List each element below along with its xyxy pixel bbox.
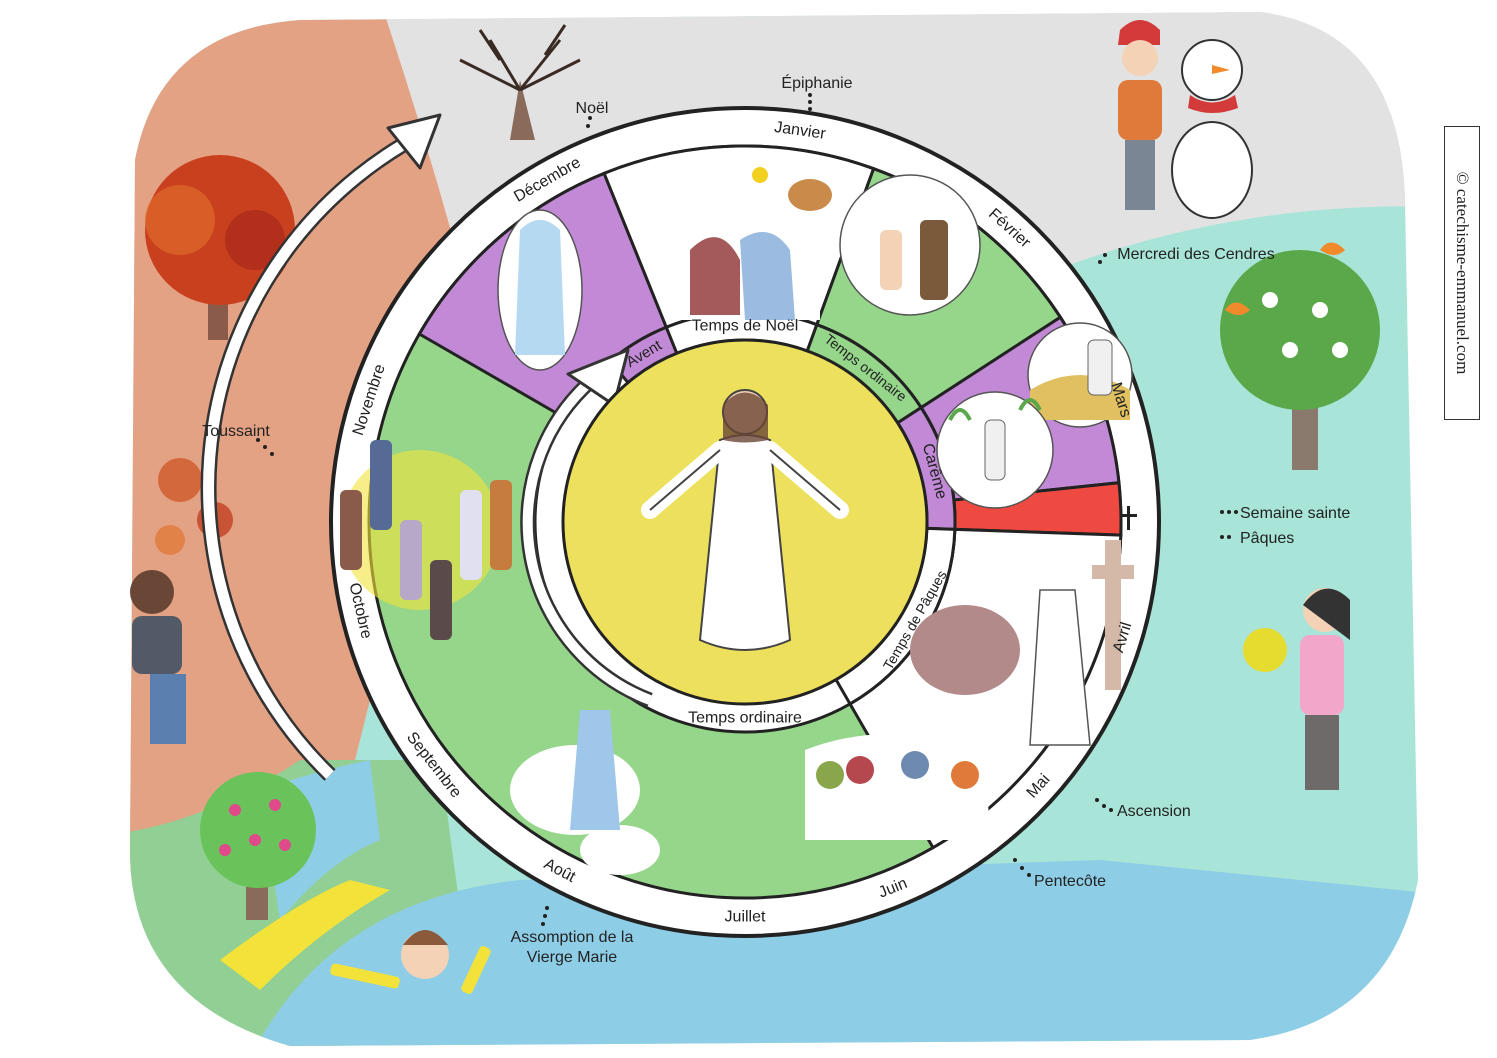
inner-flow-arrow xyxy=(520,348,653,708)
autumn-tree-icon xyxy=(145,155,295,340)
feast-epiphanie: Épiphanie xyxy=(781,73,852,92)
season-label-temps-ordinaire-2: Temps ordinaire xyxy=(688,710,802,727)
birds-icon xyxy=(1225,242,1345,315)
sand-path xyxy=(220,880,390,990)
child-autumn-icon xyxy=(130,570,186,744)
resurrection-scene xyxy=(910,540,1134,746)
copyright-box: © catechisme-emmanuel.com xyxy=(1444,126,1480,420)
feast-noel: Noël xyxy=(576,100,609,117)
child-with-hat-icon xyxy=(1118,20,1162,210)
apple-tree-icon xyxy=(200,772,316,920)
feast-ascension: Ascension xyxy=(1117,803,1191,820)
palm-sunday-scene xyxy=(936,391,1054,509)
season-label-temps-noel: Temps de Noël xyxy=(692,318,799,335)
girl-with-flowers-icon xyxy=(1243,588,1350,790)
feast-toussaint: Toussaint xyxy=(202,423,270,440)
swimming-child-icon xyxy=(330,930,491,994)
month-label-juillet: Juillet xyxy=(725,909,766,926)
cross-icon xyxy=(1120,506,1137,530)
pentecost-scene xyxy=(805,733,990,840)
nativity-scene xyxy=(680,167,832,320)
feast-mercredi-cendres: Mercredi des Cendres xyxy=(1117,246,1274,263)
copyright-text: © catechisme-emmanuel.com xyxy=(1453,171,1472,375)
year-flow-arrow xyxy=(200,113,442,781)
winter-tree-icon xyxy=(459,24,581,140)
snowman-icon xyxy=(1171,39,1253,219)
feast-leader-dots xyxy=(256,93,1238,926)
feast-semaine-sainte: Semaine sainte xyxy=(1240,505,1350,522)
baptism-scene xyxy=(839,174,981,316)
agony-garden-scene xyxy=(1027,322,1133,428)
assumption-scene xyxy=(510,710,660,875)
feast-assomption-line-2: Vierge Marie xyxy=(527,949,618,966)
feast-assomption-line-1: Assomption de la xyxy=(511,929,634,946)
summer-water xyxy=(250,860,1418,1046)
all-saints-scene xyxy=(340,440,512,640)
spring-tree-icon xyxy=(1220,250,1380,470)
risen-christ-icon xyxy=(641,389,849,651)
feast-pentecote: Pentecôte xyxy=(1034,873,1106,890)
mary-expecting-scene xyxy=(497,209,583,371)
star-icon xyxy=(752,167,768,183)
autumn-area xyxy=(130,12,470,900)
feast-paques: Pâques xyxy=(1240,530,1294,547)
